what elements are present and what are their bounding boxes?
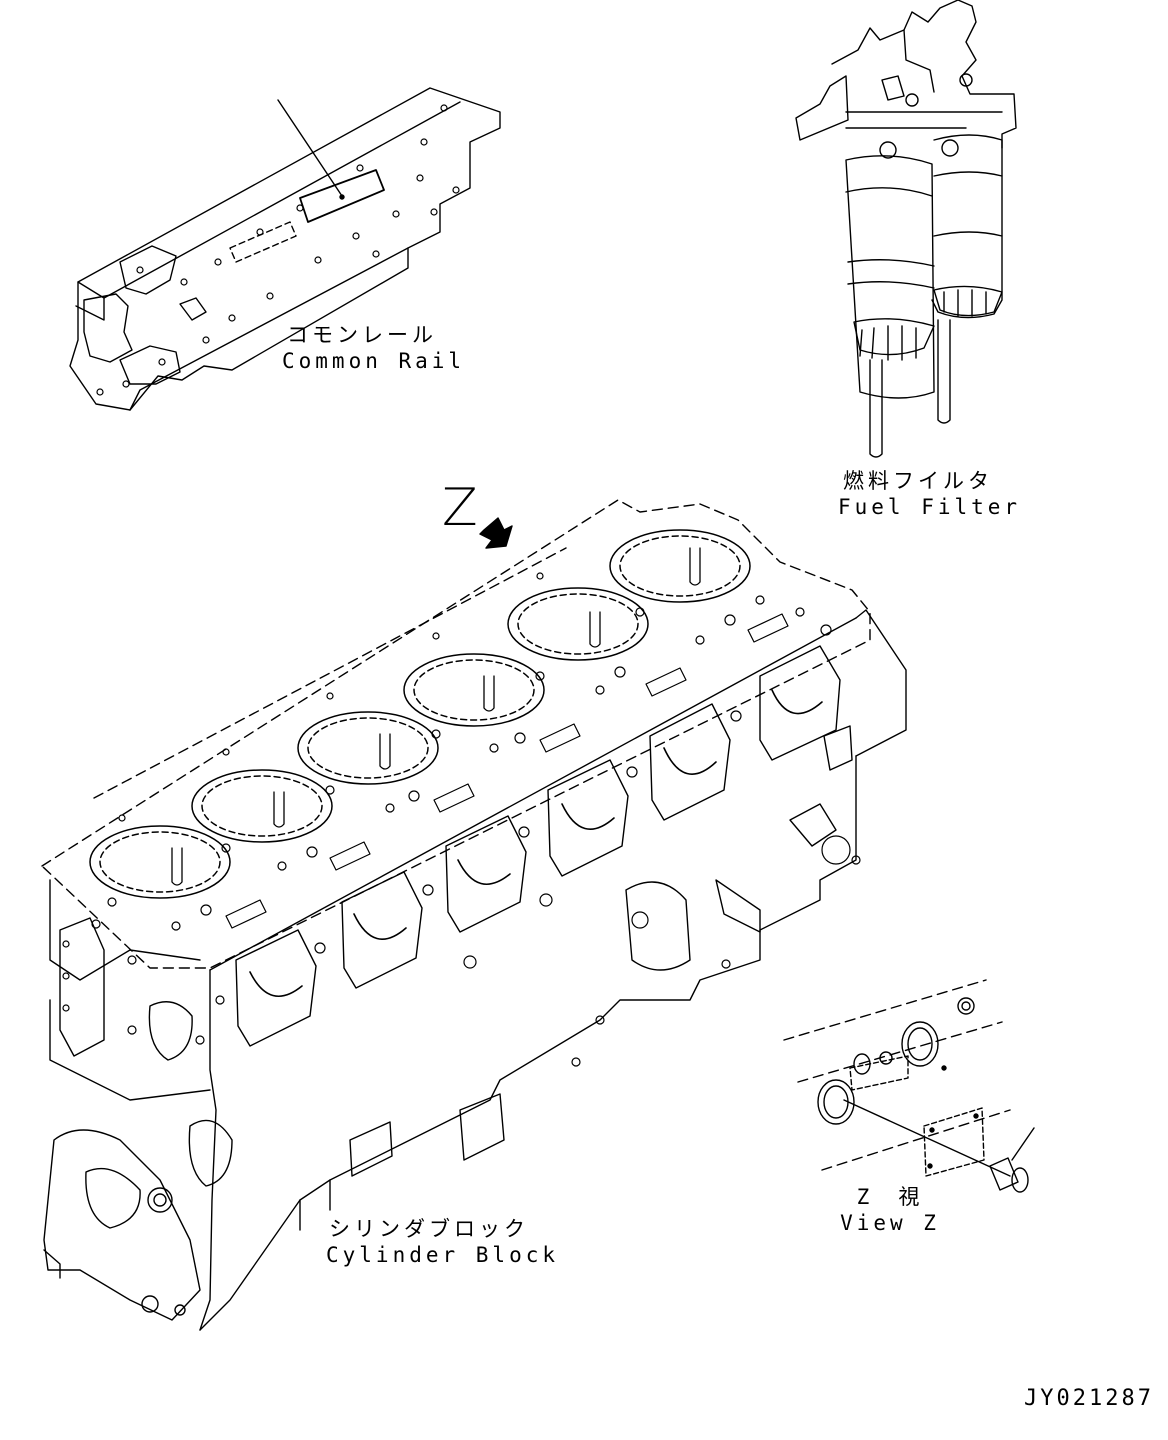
common-rail-label-en: Common Rail [282, 349, 466, 373]
fuel-filter-label: 燃料フイルタ Fuel Filter [838, 468, 1022, 520]
common-rail-drawing [70, 88, 500, 410]
cylinder-block-label-jp: シリンダブロック [329, 1217, 529, 1241]
fuel-filter-label-en: Fuel Filter [838, 495, 1022, 519]
view-z-label: Z 視 View Z [840, 1184, 940, 1236]
view-z-label-jp: Z 視 [856, 1185, 924, 1209]
fuel-filter-label-jp: 燃料フイルタ [843, 469, 993, 493]
cylinder-block-drawing [42, 500, 906, 1330]
common-rail-label-jp: コモンレール [287, 323, 437, 347]
cylinder-block-label-en: Cylinder Block [326, 1243, 560, 1267]
fuel-filter-drawing [796, 0, 1016, 457]
cylinder-block-label: シリンダブロック Cylinder Block [326, 1216, 560, 1268]
view-z-arrow [480, 518, 512, 548]
view-letter-z: Z [442, 478, 478, 538]
common-rail-label: コモンレール Common Rail [282, 322, 466, 374]
view-z-label-en: View Z [840, 1211, 940, 1235]
view-z-detail [784, 980, 1034, 1192]
drawing-code: JY021287 [1024, 1386, 1154, 1411]
